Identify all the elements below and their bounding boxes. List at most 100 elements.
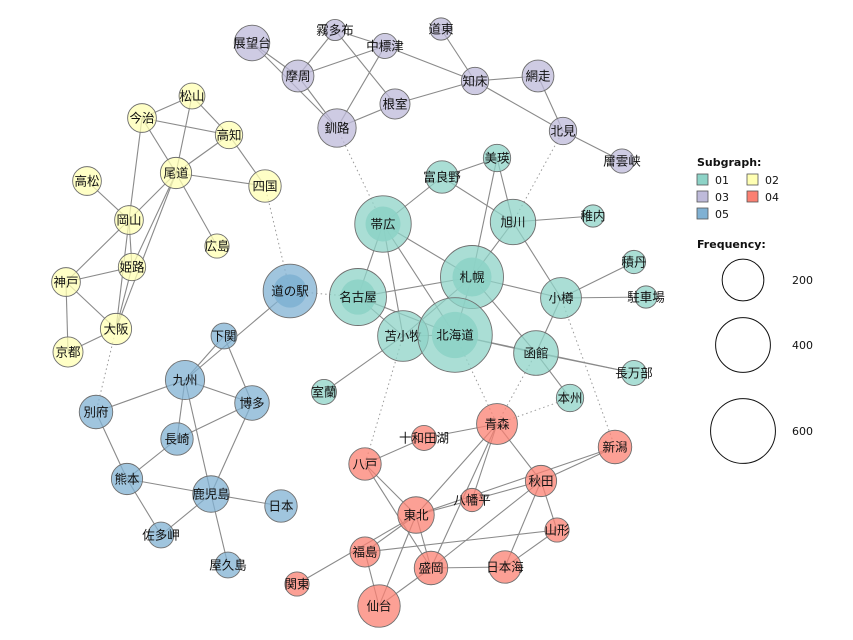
node: 積丹 xyxy=(621,249,647,275)
node: 屋久島 xyxy=(209,551,247,579)
node-label: 鹿児島 xyxy=(192,487,230,502)
node-label: 今治 xyxy=(129,111,154,126)
node-core xyxy=(431,311,479,359)
node-core xyxy=(452,257,492,297)
node-label: 知床 xyxy=(462,74,488,89)
node: 霧多布 xyxy=(316,18,354,42)
node-circle xyxy=(634,285,658,309)
node: 北見 xyxy=(548,116,578,146)
node-label: 根室 xyxy=(382,97,407,112)
node-circle xyxy=(540,277,582,319)
node: 大阪 xyxy=(99,312,133,346)
node: 網走 xyxy=(521,59,555,93)
edge xyxy=(131,172,177,268)
node-label: 美瑛 xyxy=(484,151,510,166)
node-circle xyxy=(264,489,298,523)
cross-edge xyxy=(512,130,564,223)
node: 室蘭 xyxy=(311,379,337,405)
node-label: 岡山 xyxy=(116,213,141,228)
node-circle xyxy=(284,571,310,597)
node-label: 室蘭 xyxy=(311,385,336,400)
node-circle xyxy=(379,88,411,120)
node-core xyxy=(340,279,376,315)
edge xyxy=(430,480,542,569)
node-circle xyxy=(460,66,490,96)
node-label: 関東 xyxy=(284,577,310,592)
legend-swatch xyxy=(746,173,759,186)
node: 佐多岬 xyxy=(142,521,180,549)
node: 名古屋 xyxy=(329,268,387,326)
node-circle xyxy=(178,82,206,110)
node: 博多 xyxy=(234,385,270,421)
legend-size-label: 400 xyxy=(792,339,813,352)
node-circle xyxy=(621,360,647,386)
node: 新潟 xyxy=(597,429,633,465)
legend-frequency-title: Frequency: xyxy=(697,238,766,251)
node-circle xyxy=(459,487,485,513)
node-label: 道東 xyxy=(428,22,454,37)
node-label: 展望台 xyxy=(233,36,271,51)
edge xyxy=(415,446,616,516)
legend-group-label: 02 xyxy=(765,174,779,187)
node-label: 尾道 xyxy=(163,166,189,181)
node: 八幡平 xyxy=(453,487,491,513)
node-label: 釧路 xyxy=(324,121,350,136)
node-label: 別府 xyxy=(83,405,108,420)
node-label: 中標津 xyxy=(366,39,404,54)
legend-group-label: 05 xyxy=(715,208,729,221)
node-circle xyxy=(397,496,435,534)
node-label: 高松 xyxy=(74,174,99,189)
legend-group-label: 01 xyxy=(715,174,729,187)
node: 層雲峡 xyxy=(603,148,641,174)
node-circle xyxy=(555,383,585,413)
node-circle xyxy=(411,425,437,451)
node: 駐車場 xyxy=(627,285,665,309)
node-circle xyxy=(544,517,570,543)
node: 長万部 xyxy=(615,360,653,386)
node: 釧路 xyxy=(317,108,357,148)
node-label: 博多 xyxy=(239,396,264,411)
node: 小樽 xyxy=(540,277,582,319)
node-label: 東北 xyxy=(403,508,429,523)
node-label: 十和田湖 xyxy=(399,431,449,446)
node-label: 摩周 xyxy=(285,69,310,84)
node-label: 札幌 xyxy=(459,270,485,285)
node: 苫小牧 xyxy=(377,310,429,362)
legend-swatch xyxy=(746,190,759,203)
node: 富良野 xyxy=(423,160,461,194)
node-circle xyxy=(160,422,194,456)
legend-size-label: 200 xyxy=(792,274,813,287)
node: 高松 xyxy=(72,166,102,196)
node-label: 層雲峡 xyxy=(603,154,641,169)
cross-edge xyxy=(560,297,616,448)
legend-group-label: 03 xyxy=(715,191,729,204)
legend-group-label: 04 xyxy=(765,191,779,204)
node-label: 長崎 xyxy=(164,432,190,447)
node-circle xyxy=(425,160,459,194)
node-circle xyxy=(127,103,157,133)
node-circle xyxy=(110,462,144,496)
node: 旭川 xyxy=(489,198,537,246)
node-label: 八幡平 xyxy=(453,493,491,508)
node-label: 稚内 xyxy=(580,209,605,224)
node-label: 京都 xyxy=(55,345,81,360)
node-label: 函館 xyxy=(523,346,548,361)
node-label: 長万部 xyxy=(615,366,653,381)
node-label: 仙台 xyxy=(366,599,391,614)
node-circle xyxy=(489,198,537,246)
edge xyxy=(334,29,396,105)
node: 四国 xyxy=(248,169,282,203)
edge xyxy=(128,117,143,221)
node-circle xyxy=(78,394,114,430)
node: 広島 xyxy=(204,233,230,259)
node-circle xyxy=(482,143,512,173)
node: 鹿児島 xyxy=(192,475,230,513)
node: 展望台 xyxy=(233,24,271,62)
node: 尾道 xyxy=(159,156,193,190)
node-label: 屋久島 xyxy=(209,558,247,573)
node-circle xyxy=(524,464,558,498)
node-circle xyxy=(372,33,398,59)
node: 札幌 xyxy=(440,245,504,309)
